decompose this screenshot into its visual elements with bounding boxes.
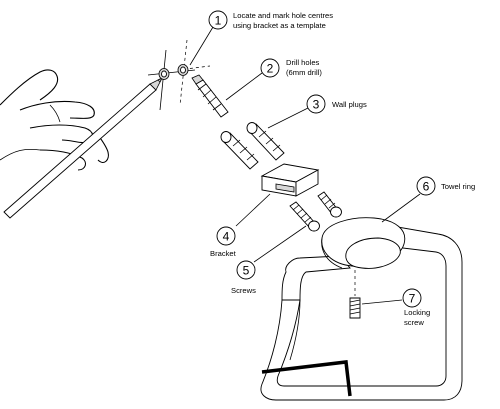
svg-text:screw: screw xyxy=(404,318,424,327)
svg-text:7: 7 xyxy=(409,292,416,306)
callout-2: 2 Drill holes (6mm drill) xyxy=(260,58,322,78)
callout-1: 1 Locate and mark hole centres using bra… xyxy=(208,10,333,30)
callout-7: 7 Locking screw xyxy=(402,288,430,327)
hand-holding-pencil-icon xyxy=(0,69,163,219)
wall-plug-icon xyxy=(220,107,309,170)
towel-ring-icon xyxy=(260,193,463,401)
svg-text:Screws: Screws xyxy=(231,286,256,295)
svg-text:Locking: Locking xyxy=(404,308,430,317)
svg-text:2: 2 xyxy=(267,62,274,76)
svg-text:Bracket: Bracket xyxy=(210,249,237,258)
svg-text:Drill holes: Drill holes xyxy=(286,58,320,67)
locking-screw-icon xyxy=(349,270,403,319)
svg-text:3: 3 xyxy=(313,98,320,112)
bracket-icon xyxy=(235,163,320,227)
callout-6: 6 Towel ring xyxy=(416,176,475,196)
svg-text:Locate and mark hole centres: Locate and mark hole centres xyxy=(233,11,333,20)
svg-text:Wall plugs: Wall plugs xyxy=(332,100,367,109)
drill-bit-icon xyxy=(191,72,263,118)
callout-5: 5 Screws xyxy=(231,260,256,295)
svg-text:1: 1 xyxy=(215,14,222,28)
svg-text:Towel ring: Towel ring xyxy=(441,182,475,191)
svg-text:6: 6 xyxy=(423,180,430,194)
svg-text:using bracket as a template: using bracket as a template xyxy=(233,21,326,30)
callout-3: 3 Wall plugs xyxy=(306,94,367,114)
svg-text:4: 4 xyxy=(223,230,230,244)
allen-key-icon xyxy=(261,360,352,397)
hole-marks-icon xyxy=(147,26,214,111)
svg-text:5: 5 xyxy=(243,264,250,278)
svg-text:(6mm drill): (6mm drill) xyxy=(286,68,322,77)
screw-icon xyxy=(253,191,342,263)
callout-4: 4 Bracket xyxy=(210,226,237,258)
